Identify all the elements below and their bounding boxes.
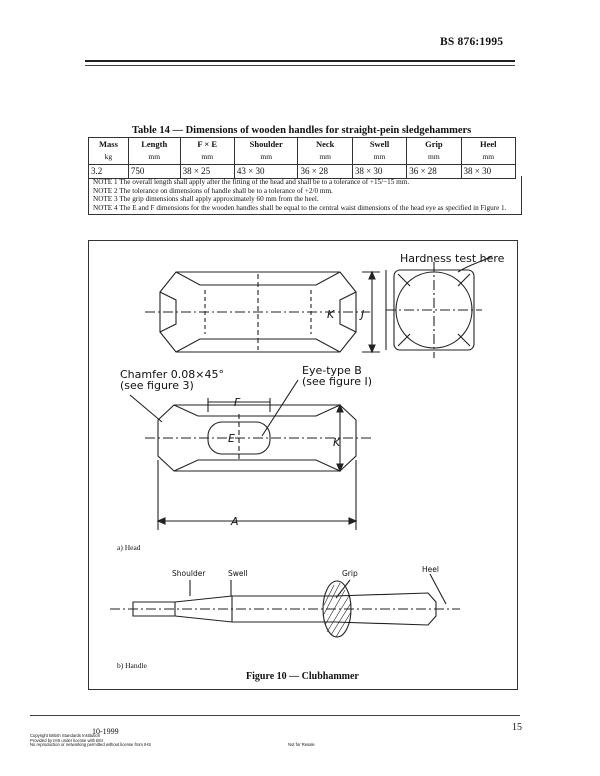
footer-line-1: Copyright British Standards Institution [30, 733, 101, 738]
grip-hatching [322, 582, 352, 638]
note-3: NOTE 3 The grip dimensions shall apply a… [93, 195, 319, 204]
footer-line-2: Provided by IHS under license with BSI [30, 737, 103, 743]
head-end-view [385, 255, 493, 358]
table-title: Table 14 — Dimensions of wooden handles … [132, 125, 472, 136]
note-2: NOTE 2 The tolerance on dimensions of ha… [93, 186, 333, 195]
footer-not-for-resale: Not for Resale [288, 742, 315, 747]
dimensions-table: Mass Length F × E Shoulder Neck Swell Gr… [88, 137, 517, 179]
col-mass: Mass [88, 137, 129, 151]
handle-side-view [110, 573, 460, 638]
standard-code: BS 876:1995 [440, 36, 504, 48]
note-4: NOTE 4 The E and F dimensions for the wo… [93, 203, 507, 212]
footer-line-3: No reproduction or networking permitted … [30, 742, 152, 748]
table-row: 3.2 750 38 × 25 43 × 30 36 × 28 38 × 30 … [88, 164, 517, 179]
header-rule [85, 60, 515, 62]
table-header-row: Mass Length F × E Shoulder Neck Swell Gr… [88, 137, 517, 151]
label-heel: Heel [422, 565, 439, 574]
head-side-view [145, 270, 380, 354]
label-chamfer: Chamfer 0.08×45° [120, 368, 224, 381]
cell-heel: 38 × 30 [460, 164, 517, 179]
footer-ref: 10-1999 [92, 727, 119, 736]
note-1: NOTE 1 The overall length shall apply af… [93, 178, 410, 186]
cell-swell: 38 × 30 [351, 164, 408, 179]
head-top-view [129, 379, 372, 530]
col-fxe: F × E [179, 137, 235, 151]
subcaption-head: a) Head [117, 543, 141, 552]
figure-frame [88, 240, 518, 690]
subcaption-handle: b) Handle [117, 661, 147, 670]
col-heel: Heel [460, 137, 517, 151]
page-number: 15 [512, 722, 522, 733]
dim-e-label: E [228, 432, 235, 445]
cell-mass: 3.2 [88, 164, 129, 179]
label-eye-ref: (see figure I) [302, 375, 372, 388]
cell-fxe: 38 × 25 [179, 164, 235, 179]
label-hardness: Hardness test here [400, 252, 505, 265]
label-shoulder: Shoulder [172, 569, 206, 578]
label-eye: Eye-type B [302, 364, 362, 377]
table-notes: NOTE 1 The overall length shall apply af… [88, 176, 522, 216]
dim-j-label: J [359, 308, 364, 321]
dim-k-label: K [327, 308, 335, 321]
label-swell: Swell [228, 569, 248, 578]
dim-k2-label: K [333, 436, 341, 449]
dim-a-label: A [230, 515, 239, 528]
header-rule-thin [85, 65, 515, 66]
figure-caption: Figure 10 — Clubhammer [246, 671, 359, 682]
footer-rule [30, 715, 520, 716]
label-chamfer-ref: (see figure 3) [120, 379, 194, 392]
dim-f-label: F [234, 396, 241, 409]
table-unit-row: kg mm mm mm mm mm mm mm [88, 151, 517, 165]
footer-copyright: Copyright British Standards Institution … [30, 733, 152, 748]
label-grip: Grip [342, 569, 358, 578]
